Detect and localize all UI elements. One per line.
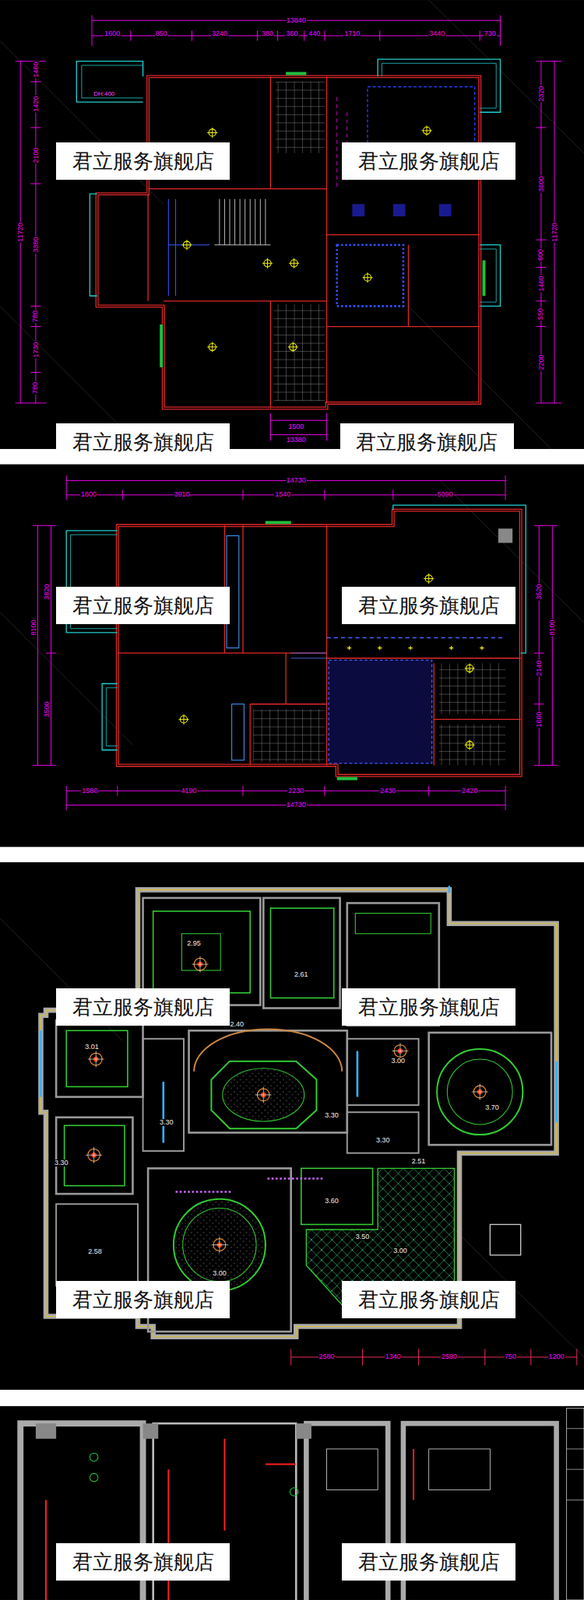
- watermark: 君立服务旗舰店: [56, 988, 230, 1027]
- dimension-text: 1200: [548, 1354, 566, 1362]
- ceiling-height: 2.61: [293, 971, 310, 979]
- ceiling-height: 3.01: [84, 1044, 100, 1052]
- watermark: 君立服务旗舰店: [340, 423, 514, 461]
- ceiling-height: 2.40: [228, 1021, 245, 1029]
- watermark: 君立服务旗舰店: [56, 587, 230, 625]
- ceiling-height: 3.70: [484, 1104, 500, 1112]
- ceiling-height: 3.50: [355, 1234, 371, 1242]
- dimension-text: 5090: [436, 491, 454, 499]
- dimension-text: 1600: [80, 491, 98, 499]
- dimension-text: 850: [154, 30, 169, 38]
- dimension-text: 1580: [80, 788, 99, 796]
- dimension-text: 3240: [211, 30, 229, 38]
- dimension-text: 1730: [31, 341, 39, 359]
- watermark: 君立服务旗舰店: [341, 587, 516, 625]
- dimension-text: 1420: [31, 95, 39, 113]
- dimension-text: 2430: [379, 788, 397, 796]
- dimension-text: 3500: [43, 700, 51, 718]
- dimension-text: 2580: [318, 1354, 336, 1362]
- watermark: 君立服务旗舰店: [341, 1281, 516, 1320]
- dimension-text: 550: [537, 307, 545, 321]
- dimension-text: 380: [260, 30, 275, 38]
- dimension-text: 440: [307, 30, 321, 38]
- ceiling-height: 3.30: [323, 1112, 340, 1120]
- dimension-text: 3380: [31, 236, 39, 254]
- ceiling-height: 2.51: [411, 1158, 427, 1166]
- dimension-text: 1600: [103, 30, 121, 38]
- dimension-text: 2580: [440, 1354, 458, 1362]
- dimension-text: 1460: [31, 60, 39, 78]
- dimension-text: 1340: [384, 1354, 402, 1362]
- ceiling-height: 3.00: [211, 1270, 228, 1278]
- dimension-text: 13840: [285, 17, 307, 25]
- ceiling-height: 3.00: [392, 1248, 409, 1256]
- annotation-text: DH:400: [92, 91, 116, 98]
- watermark: 君立服务旗舰店: [341, 1544, 516, 1582]
- dimension-text: 2420: [460, 788, 479, 796]
- dimension-text: 4190: [180, 788, 198, 796]
- dimension-text: 3820: [43, 583, 51, 601]
- watermark: 君立服务旗舰店: [56, 1281, 230, 1320]
- dimension-text: 13380: [285, 436, 307, 444]
- ceiling-height: 3.60: [323, 1198, 340, 1206]
- dimension-text: 1710: [343, 30, 361, 38]
- ceiling-height: 3.00: [390, 1058, 407, 1066]
- dimension-text: 1660: [535, 710, 543, 729]
- dimension-text: 14730: [285, 802, 307, 810]
- ceiling-height: 2.58: [87, 1248, 103, 1256]
- dimension-text: 2200: [537, 353, 545, 371]
- ceiling-height: 3.30: [375, 1137, 391, 1145]
- ceiling-height: 3.30: [158, 1119, 175, 1127]
- dimension-text: 1460: [537, 274, 545, 292]
- dimension-text: 11720: [17, 222, 25, 243]
- dimension-text: 360: [284, 30, 299, 38]
- dimension-text: 1540: [274, 491, 292, 499]
- ceiling-height: 2.95: [186, 940, 202, 948]
- dimension-text: 3600: [537, 175, 545, 193]
- dimension-text: 780: [31, 381, 39, 395]
- dimension-text: 2320: [537, 85, 545, 103]
- dimension-text: 780: [31, 309, 39, 324]
- dimension-text: 2140: [535, 660, 543, 678]
- watermark: 君立服务旗舰店: [56, 1544, 230, 1582]
- dimension-text: 3440: [428, 30, 446, 38]
- dimension-text: 2230: [287, 788, 305, 796]
- dimension-text: 1500: [287, 423, 305, 431]
- ceiling-height: 3.30: [53, 1160, 70, 1168]
- dimension-text: 750: [503, 1354, 518, 1362]
- watermark: 君立服务旗舰店: [341, 142, 516, 180]
- watermark: 君立服务旗舰店: [56, 423, 230, 461]
- dimension-text: 600: [537, 248, 545, 262]
- dimension-text: 3520: [535, 583, 543, 601]
- dimension-text: 2100: [31, 146, 39, 164]
- watermark: 君立服务旗舰店: [56, 142, 230, 180]
- dimension-text: 8100: [548, 619, 556, 637]
- watermark: 君立服务旗舰店: [341, 988, 516, 1027]
- dimension-text: 730: [483, 30, 497, 38]
- dimension-text: 3910: [172, 491, 190, 499]
- dimension-text: 14730: [285, 477, 307, 485]
- dimension-text: 8100: [30, 619, 38, 637]
- dimension-text: 11720: [550, 222, 558, 243]
